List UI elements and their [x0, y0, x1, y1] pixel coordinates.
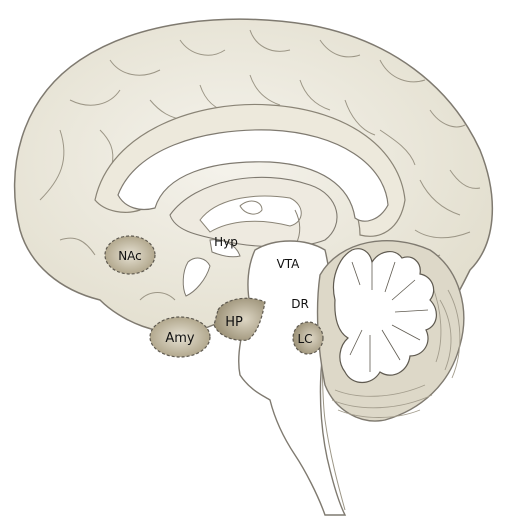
nac-region: NAc [104, 235, 156, 275]
pineal-outline [239, 200, 263, 215]
lc-region: LC [292, 321, 324, 355]
lc-label: LC [297, 332, 312, 346]
dr-label: DR [291, 297, 309, 311]
amy-label: Amy [165, 331, 195, 346]
cerebellum [316, 240, 465, 422]
nac-label: NAc [118, 249, 142, 263]
amy-region: Amy [149, 316, 211, 358]
corpus-callosum [117, 129, 389, 222]
hp-region: HP [213, 297, 266, 341]
hyp-label: Hyp [214, 235, 238, 249]
hp-label: HP [225, 315, 243, 330]
hypothalamus-structures [182, 239, 241, 297]
vta-label: VTA [277, 257, 301, 271]
